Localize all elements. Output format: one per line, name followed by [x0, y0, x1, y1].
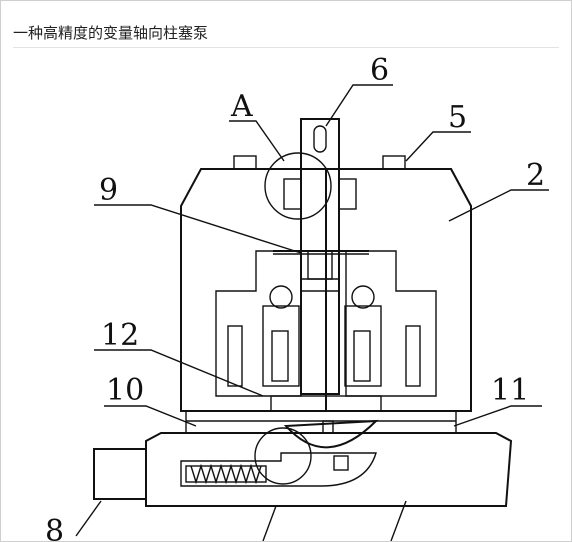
callout-6: 6	[370, 53, 389, 88]
callout-10: 10	[106, 373, 144, 408]
document-title: 一种高精度的变量轴向柱塞泵	[13, 24, 209, 42]
lug-left	[233, 155, 257, 170]
piston-left	[227, 285, 300, 387]
piston-right	[344, 285, 421, 387]
title-bar: 一种高精度的变量轴向柱塞泵	[13, 21, 559, 48]
detail-circle-b	[254, 427, 312, 485]
callout-11: 11	[491, 373, 529, 408]
callout-8: 8	[45, 514, 64, 542]
lug-right	[382, 155, 406, 170]
drive-shaft	[273, 118, 369, 395]
callout-12: 12	[101, 318, 139, 353]
callout-2: 2	[526, 158, 545, 193]
detail-circle-a	[264, 152, 332, 220]
callout-5: 5	[448, 100, 467, 135]
leader-lines	[75, 84, 549, 541]
spring	[185, 463, 267, 485]
callout-9: 9	[99, 173, 118, 208]
housing	[180, 155, 472, 412]
callout-a: A	[230, 89, 253, 124]
actuator-8	[93, 448, 147, 500]
